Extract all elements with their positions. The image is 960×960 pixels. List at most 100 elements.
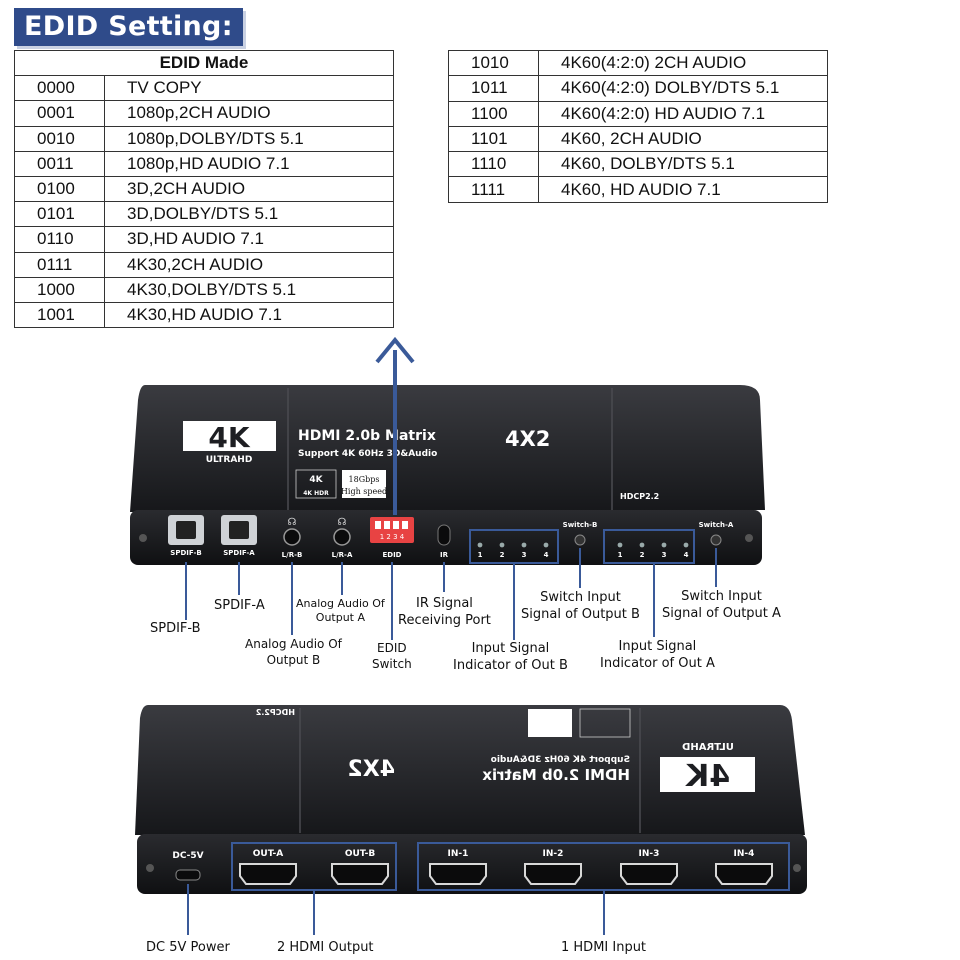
dip-toggle xyxy=(402,521,408,529)
headphone-icon: ☊ xyxy=(288,517,297,528)
badge-18gbps xyxy=(342,470,386,498)
callout-spdif-a: SPDIF-A xyxy=(214,598,265,613)
callout-indicator-a-line1: Input Signal xyxy=(618,639,697,654)
screw xyxy=(745,534,753,542)
product-subtitle: Support 4K 60Hz 3D&Audio xyxy=(298,449,437,459)
ir-port-label: IR xyxy=(440,551,449,559)
led-number: 3 xyxy=(522,551,527,559)
edid-table-title: EDID Made xyxy=(14,49,394,77)
hdcp-label: HDCP2.2 xyxy=(620,492,659,501)
callout-indicator-b-line2: Indicator of Out B xyxy=(453,658,568,673)
callout-analog-b: Analog Audio Of Output B xyxy=(245,636,342,668)
callout-indicator-a: Input Signal Indicator of Out A xyxy=(600,638,715,672)
led-indicator-b1 xyxy=(477,542,483,548)
led-indicator-b2 xyxy=(499,542,505,548)
hdmi-in-3-port xyxy=(620,863,678,885)
brand-4k: 4K xyxy=(208,421,250,454)
brand-4k-mirrored: 4K xyxy=(684,759,730,794)
lr-b-jack xyxy=(283,528,301,546)
led-indicator-a3 xyxy=(661,542,667,548)
spdif-b-port-label: SPDIF-B xyxy=(170,549,201,557)
callout-analog-a-line2: Output A xyxy=(315,611,366,624)
hdmi-out-a-port xyxy=(239,863,297,885)
out-b-label: OUT-B xyxy=(345,849,376,859)
edid-port-label: EDID xyxy=(382,551,401,559)
callout-indicator-b-line1: Input Signal xyxy=(471,641,550,656)
edid-setting-title: EDID Setting: xyxy=(14,8,243,46)
headphone-icon: ☊ xyxy=(338,517,347,528)
led-indicator-b3 xyxy=(521,542,527,548)
led-indicator-a4 xyxy=(683,542,689,548)
lr-a-port-label: L/R-A xyxy=(332,551,353,559)
dip-numbers: 1 2 3 4 xyxy=(380,533,405,541)
device-top xyxy=(135,705,805,835)
screw xyxy=(139,534,147,542)
spdif-b-socket xyxy=(176,521,196,539)
switch-a-button[interactable] xyxy=(710,534,722,546)
callout-switch-a: Switch Input Signal of Output A xyxy=(662,588,781,622)
badge-speed-label: 18Gbps xyxy=(349,475,380,484)
brand-ultrahd-mirrored: ULTRAHD xyxy=(682,742,734,753)
dc-power-port xyxy=(175,869,201,881)
switch-a-label: Switch-A xyxy=(699,521,734,529)
badge-4k-hdr-mirrored xyxy=(579,708,631,738)
dip-toggle xyxy=(375,521,381,529)
led-indicator-b4 xyxy=(543,542,549,548)
callout-analog-b-line2: Output B xyxy=(266,653,321,667)
lr-b-port-label: L/R-B xyxy=(282,551,303,559)
in-2-label: IN-2 xyxy=(543,849,564,859)
badge-4k-hdr xyxy=(295,469,337,499)
led-number: 1 xyxy=(618,551,623,559)
callout-analog-a: Analog Audio Of Output A xyxy=(296,597,385,625)
led-number: 4 xyxy=(544,551,549,559)
rear-panel-device: 4K ULTRAHD HDMI 2.0b Matrix 4X2 Support … xyxy=(135,705,807,935)
lr-a-jack xyxy=(333,528,351,546)
hdmi-in-2-port xyxy=(524,863,582,885)
in-4-label: IN-4 xyxy=(734,849,755,859)
callout-hdmi-input: 1 HDMI Input xyxy=(561,940,647,955)
badge-hdr-label: 4K HDR xyxy=(303,490,329,497)
callout-edid-line1: EDID xyxy=(377,641,407,655)
hdmi-out-b-port xyxy=(331,863,389,885)
arrow-head-icon xyxy=(375,336,415,364)
out-a-label: OUT-A xyxy=(253,849,284,859)
dip-toggle xyxy=(384,521,390,529)
switch-b-label: Switch-B xyxy=(563,521,598,529)
led-indicator-a1 xyxy=(617,542,623,548)
hdmi-in-1-port xyxy=(429,863,487,885)
badge-4k-label: 4K xyxy=(309,475,323,485)
product-size-mirrored: 4X2 xyxy=(347,757,395,782)
callout-ir-line1: IR Signal xyxy=(415,596,473,611)
callout-switch-a-line2: Signal of Output A xyxy=(662,606,781,621)
led-number: 4 xyxy=(684,551,689,559)
product-name: HDMI 2.0b Matrix xyxy=(298,428,436,444)
in-3-label: IN-3 xyxy=(639,849,660,859)
callout-dc-power: DC 5V Power xyxy=(146,940,230,955)
spdif-a-port-label: SPDIF-A xyxy=(223,549,255,557)
ir-receiver xyxy=(437,524,451,546)
switch-b-button[interactable] xyxy=(574,534,586,546)
led-number: 2 xyxy=(640,551,645,559)
product-name-mirrored: HDMI 2.0b Matrix xyxy=(482,766,630,784)
led-number: 2 xyxy=(500,551,505,559)
hdmi-in-4-port xyxy=(715,863,773,885)
callout-ir: IR Signal Receiving Port xyxy=(398,595,491,629)
callout-spdif-b: SPDIF-B xyxy=(150,621,201,636)
callout-analog-a-line1: Analog Audio Of xyxy=(296,597,385,610)
